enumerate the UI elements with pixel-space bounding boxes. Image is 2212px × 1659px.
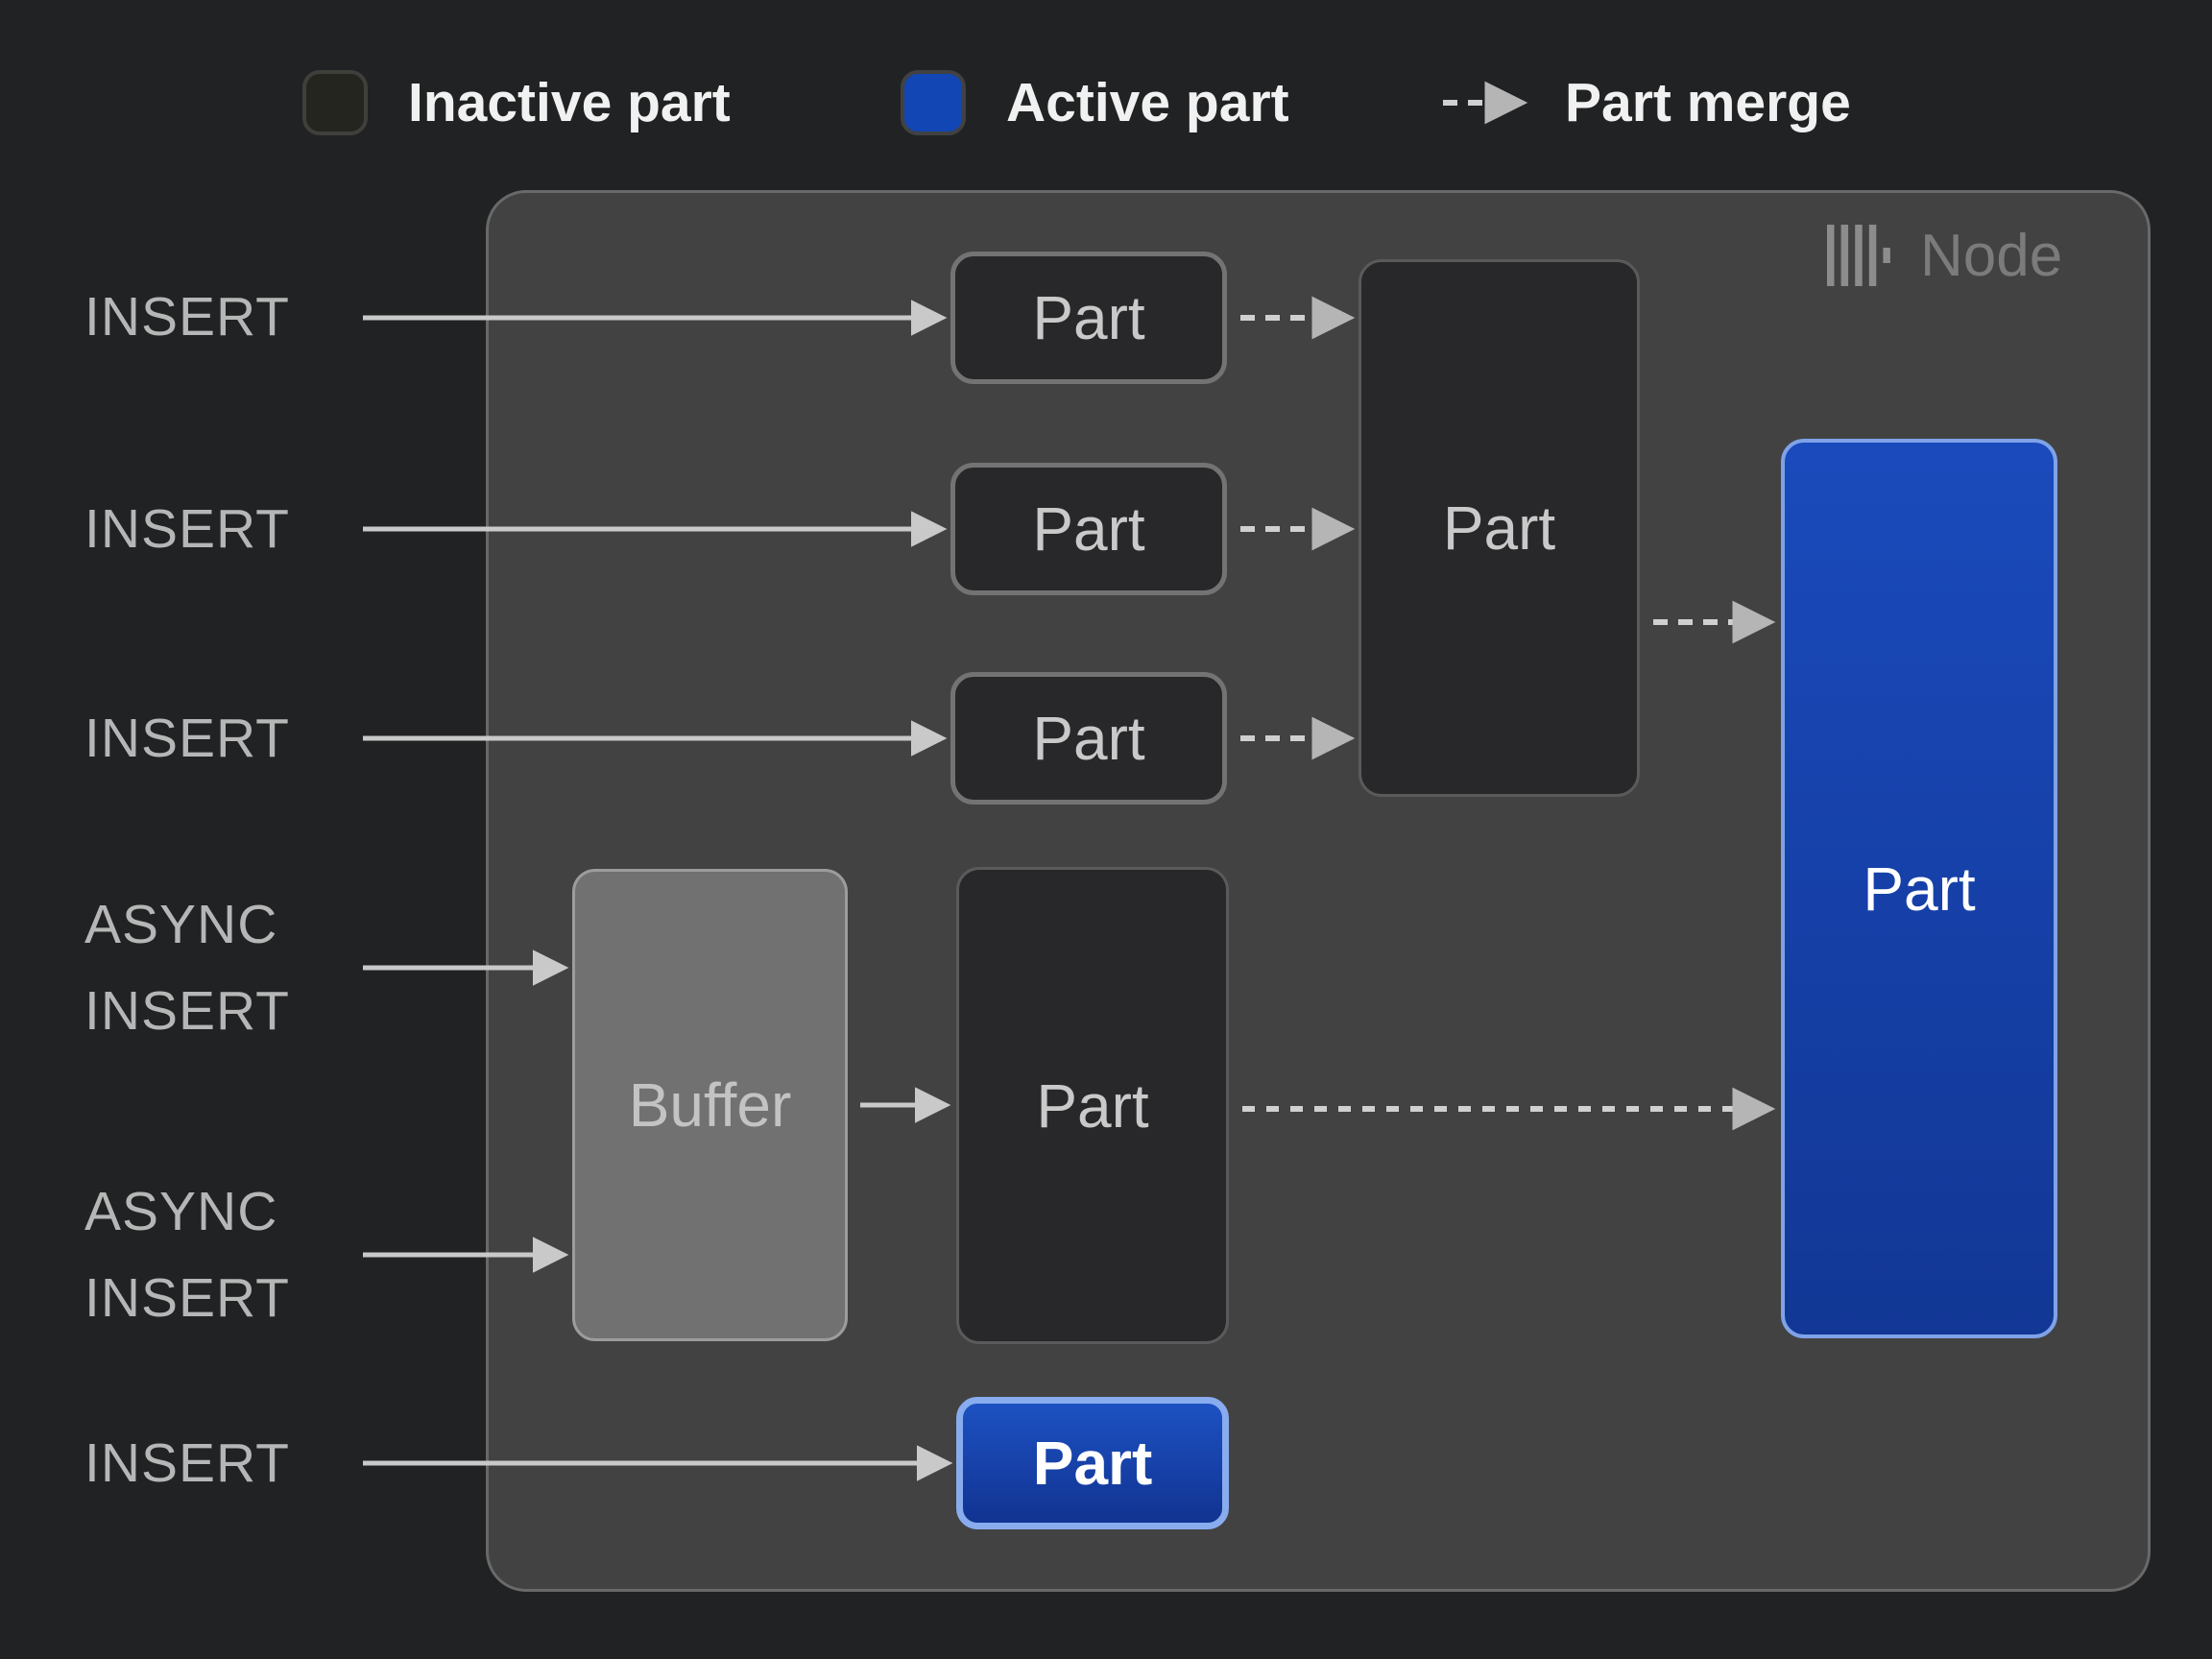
legend-active-label: Active part (1006, 72, 1289, 133)
buffered-part-box: Part (956, 867, 1229, 1344)
active-part-box-small: Part (956, 1397, 1229, 1529)
legend-item-merge: Part merge (1565, 70, 1851, 135)
legend-item-active: Active part (901, 70, 1289, 135)
inactive-part-box-1: Part (950, 252, 1227, 384)
node-title: Node (1920, 222, 2063, 289)
inactive-part-box-2: Part (950, 463, 1227, 595)
legend-merge-label: Part merge (1565, 72, 1851, 133)
async-insert-label-2: ASYNC INSERT (84, 1181, 290, 1329)
insert-label-3: INSERT (84, 708, 290, 769)
active-part-swatch (901, 70, 966, 135)
clickhouse-logo-icon (1827, 225, 1890, 286)
insert-label-4: INSERT (84, 1432, 290, 1494)
legend-inactive-label: Inactive part (408, 72, 731, 133)
legend-item-inactive: Inactive part (302, 70, 731, 135)
inactive-part-swatch (302, 70, 368, 135)
inactive-part-box-3: Part (950, 672, 1227, 805)
active-part-box-large: Part (1781, 439, 2057, 1338)
insert-label-2: INSERT (84, 498, 290, 560)
merged-part-box: Part (1358, 259, 1640, 797)
insert-label-1: INSERT (84, 286, 290, 348)
buffer-box: Buffer (572, 869, 848, 1341)
async-insert-label-1: ASYNC INSERT (84, 894, 290, 1042)
